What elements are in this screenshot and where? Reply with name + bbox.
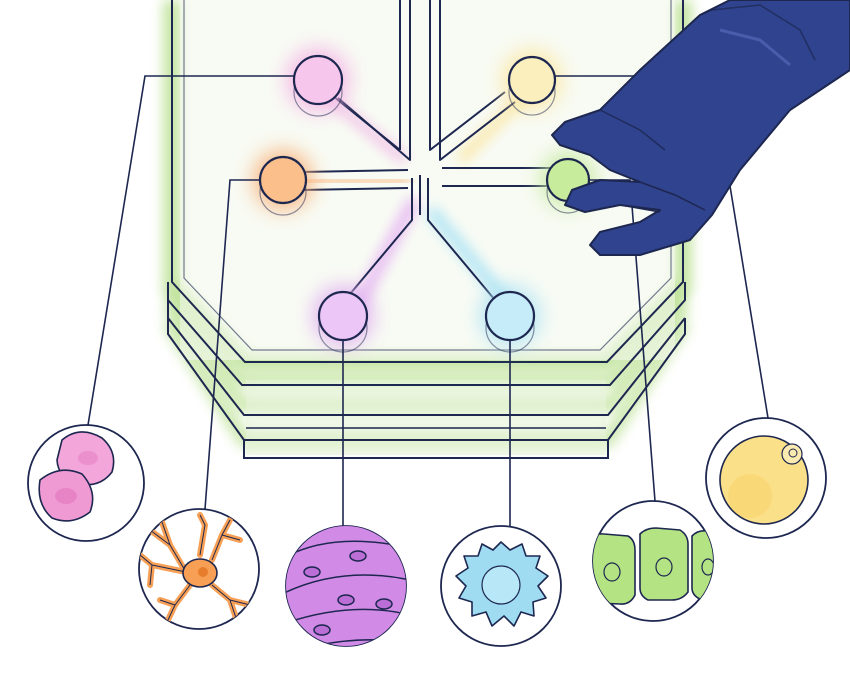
epithelial-cells-icon: [592, 500, 714, 622]
egg-cell-icon: [705, 417, 827, 539]
connector-lines: [87, 75, 769, 526]
neuron-cell-icon: [138, 508, 260, 630]
round-cells-icon: [27, 424, 145, 542]
pink-port: [286, 48, 350, 117]
gloved-hand: [551, 0, 850, 256]
yellow-port: [502, 50, 562, 116]
muscle-fiber-cells-icon: [285, 525, 407, 647]
immune-cell-icon: [440, 525, 562, 647]
blue-port: [480, 286, 540, 353]
chip-ports: [253, 48, 596, 353]
purple-port: [313, 286, 373, 353]
